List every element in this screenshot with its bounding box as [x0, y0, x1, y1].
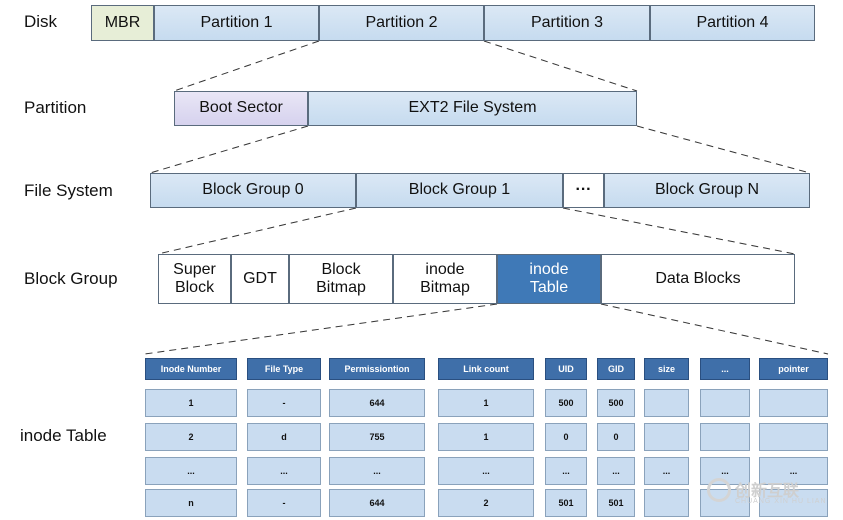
table-cell [644, 389, 689, 417]
table-cell: 1 [438, 423, 534, 451]
watermark-main: 创新互联 [735, 483, 800, 500]
label-block-group: Block Group [24, 269, 118, 288]
connector-bg-right [600, 303, 829, 355]
table-cell [644, 423, 689, 451]
bg-inode-bitmap-line1: inode [425, 260, 465, 278]
bg-block-bitmap-line1: Block [321, 260, 361, 278]
disk-partition-2: Partition 2 [319, 5, 484, 41]
table-header-cell: Permissiontion [329, 358, 425, 380]
table-cell: ... [438, 457, 534, 485]
connector-disk-left [173, 40, 320, 92]
table-header-cell: File Type [247, 358, 321, 380]
partition-boot-sector: Boot Sector [174, 91, 308, 126]
fs-block-group-n: Block Group N [604, 173, 810, 208]
table-cell: 644 [329, 489, 425, 517]
watermark-sub: CHUANG XIN HU LIAN [735, 498, 827, 505]
bg-inode-bitmap: inode Bitmap [393, 254, 497, 304]
table-cell: 1 [438, 389, 534, 417]
bg-gdt: GDT [231, 254, 289, 304]
disk-mbr: MBR [91, 5, 154, 41]
table-cell: 500 [597, 389, 635, 417]
connector-partition-right [636, 125, 811, 174]
bg-super-block-line2: Block [174, 279, 215, 296]
fs-block-group-0: Block Group 0 [150, 173, 356, 208]
bg-inode-table-line2: Table [529, 279, 569, 296]
bg-inode-table-line1: inode [529, 260, 569, 278]
table-cell: ... [545, 457, 587, 485]
bg-block-bitmap: Block Bitmap [289, 254, 393, 304]
fs-ellipsis: ··· [563, 173, 604, 208]
table-cell: ... [329, 457, 425, 485]
table-cell: 755 [329, 423, 425, 451]
table-cell: 1 [145, 389, 237, 417]
bg-super-block-line1: Super [173, 260, 216, 278]
table-cell: 501 [597, 489, 635, 517]
label-disk: Disk [24, 12, 58, 31]
disk-partition-4: Partition 4 [650, 5, 815, 41]
bg-block-bitmap-line2: Bitmap [316, 279, 366, 296]
table-cell: 2 [145, 423, 237, 451]
table-cell [759, 489, 828, 517]
table-cell: 500 [545, 389, 587, 417]
table-header-cell: size [644, 358, 689, 380]
table-cell [700, 423, 750, 451]
table-header-cell: Inode Number [145, 358, 237, 380]
bg-super-block: Super Block [158, 254, 231, 304]
table-cell: - [247, 389, 321, 417]
table-header-cell: ... [700, 358, 750, 380]
table-cell: 644 [329, 389, 425, 417]
label-file-system: File System [24, 181, 113, 200]
table-cell [644, 489, 689, 517]
table-cell [700, 389, 750, 417]
table-header-cell: UID [545, 358, 587, 380]
disk-partition-3: Partition 3 [484, 5, 650, 41]
table-cell: - [247, 489, 321, 517]
connector-fs-left [157, 207, 357, 255]
table-cell: ... [145, 457, 237, 485]
table-header-cell: Link count [438, 358, 534, 380]
table-cell: ... [597, 457, 635, 485]
table-cell [759, 423, 828, 451]
table-cell: ... [644, 457, 689, 485]
table-cell: ... [759, 457, 828, 485]
disk-partition-1: Partition 1 [154, 5, 319, 41]
connector-disk-right [483, 40, 638, 92]
bg-inode-table: inode Table [497, 254, 601, 304]
label-inode-table: inode Table [20, 426, 107, 445]
table-cell: 2 [438, 489, 534, 517]
partition-ext2-fs: EXT2 File System [308, 91, 637, 126]
table-cell: ... [247, 457, 321, 485]
table-header-cell: pointer [759, 358, 828, 380]
fs-block-group-1: Block Group 1 [356, 173, 563, 208]
table-cell: 501 [545, 489, 587, 517]
table-cell: 0 [545, 423, 587, 451]
table-header-cell: GID [597, 358, 635, 380]
watermark-logo: 创新互联 CHUANG XIN HU LIAN [705, 474, 835, 514]
table-cell: d [247, 423, 321, 451]
connector-bg-left [144, 303, 498, 355]
connector-fs-right [562, 207, 796, 255]
bg-data-blocks: Data Blocks [601, 254, 795, 304]
table-cell [759, 389, 828, 417]
watermark-ring-icon [707, 478, 731, 502]
table-cell: n [145, 489, 237, 517]
bg-inode-bitmap-line2: Bitmap [420, 279, 470, 296]
label-partition: Partition [24, 98, 87, 117]
table-cell: 0 [597, 423, 635, 451]
connector-partition-left [149, 125, 309, 174]
